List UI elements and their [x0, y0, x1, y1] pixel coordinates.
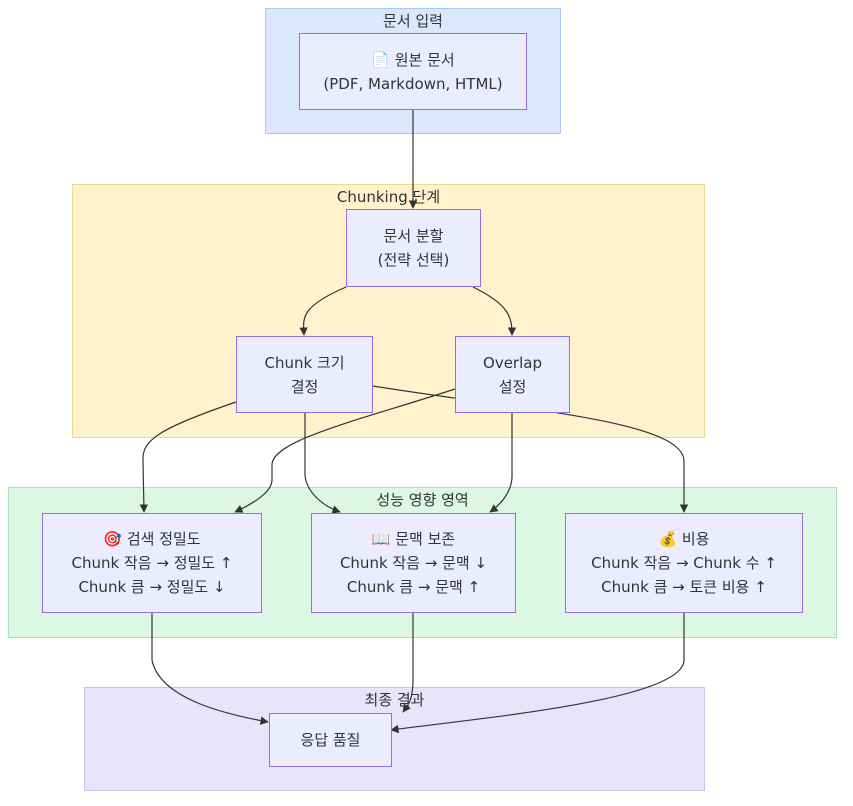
- node-chunk-size: Chunk 크기 결정: [236, 336, 373, 413]
- group-label-chunking-stage: Chunking 단계: [336, 188, 441, 206]
- node-chunk-size-line2: 결정: [290, 377, 319, 396]
- node-chunk-size-line1: Chunk 크기: [264, 353, 345, 372]
- node-source-document: 📄 원본 문서 (PDF, Markdown, HTML): [299, 33, 527, 110]
- node-context-preservation: 📖 문맥 보존 Chunk 작음 → 문맥 ↓ Chunk 큼 → 문맥 ↑: [311, 513, 516, 613]
- group-final-result: 최종 결과: [84, 687, 705, 791]
- node-overlap-line1: Overlap: [483, 353, 542, 372]
- group-label-final-result: 최종 결과: [364, 691, 425, 709]
- node-overlap: Overlap 설정: [455, 336, 570, 413]
- node-cost: 💰 비용 Chunk 작음 → Chunk 수 ↑ Chunk 큼 → 토큰 비…: [565, 513, 803, 613]
- node-document-split: 문서 분할 (전략 선택): [346, 209, 481, 287]
- node-search-precision-small: Chunk 작음 → 정밀도 ↑: [71, 554, 233, 572]
- node-search-precision: 🎯 검색 정밀도 Chunk 작음 → 정밀도 ↑ Chunk 큼 → 정밀도 …: [42, 513, 262, 613]
- node-overlap-line2: 설정: [498, 377, 527, 396]
- node-cost-title: 💰 비용: [658, 530, 710, 548]
- node-source-document-formats: (PDF, Markdown, HTML): [323, 74, 503, 93]
- node-document-split-title: 문서 분할: [383, 227, 444, 245]
- node-cost-large: Chunk 큼 → 토큰 비용 ↑: [601, 578, 767, 596]
- node-response-quality: 응답 품질: [269, 713, 392, 767]
- group-label-performance-impact: 성능 영향 영역: [376, 491, 469, 509]
- node-context-preservation-small: Chunk 작음 → 문맥 ↓: [339, 554, 488, 572]
- node-search-precision-large: Chunk 큼 → 정밀도 ↓: [78, 578, 226, 596]
- group-label-document-input: 문서 입력: [383, 12, 443, 30]
- node-document-split-subtitle: (전략 선택): [377, 251, 450, 269]
- node-search-precision-title: 🎯 검색 정밀도: [103, 530, 201, 548]
- node-response-quality-label: 응답 품질: [300, 731, 361, 749]
- node-context-preservation-title: 📖 문맥 보존: [371, 530, 456, 548]
- node-source-document-title: 📄 원본 문서: [371, 50, 455, 69]
- node-cost-small: Chunk 작음 → Chunk 수 ↑: [591, 554, 777, 572]
- node-context-preservation-large: Chunk 큼 → 문맥 ↑: [346, 578, 481, 596]
